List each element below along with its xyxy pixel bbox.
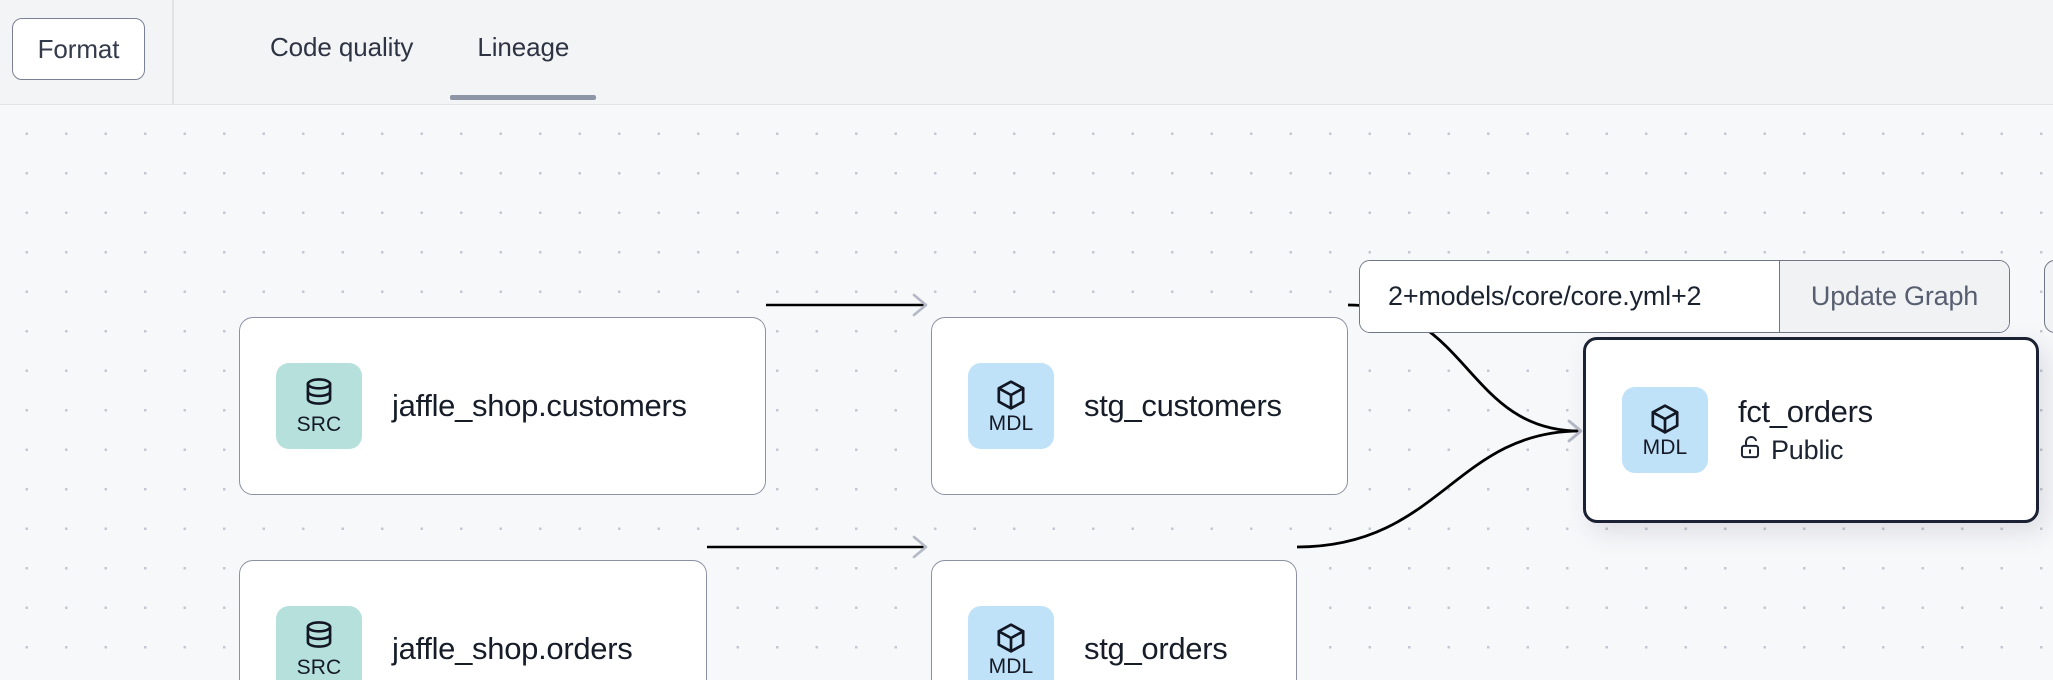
node-title: stg_orders — [1084, 631, 1228, 666]
update-graph-button[interactable]: Update Graph — [1779, 261, 2009, 332]
lineage-node-stg-orders[interactable]: MDL stg_orders — [931, 560, 1297, 680]
tab-label: Lineage — [477, 32, 570, 62]
model-badge: MDL — [968, 606, 1054, 680]
node-title: stg_customers — [1084, 388, 1282, 423]
format-button[interactable]: Format — [12, 18, 145, 80]
lineage-node-fct-orders[interactable]: MDL fct_orders Public — [1583, 337, 2039, 523]
lineage-node-jaffle-shop-orders[interactable]: SRC jaffle_shop.orders — [239, 560, 707, 680]
node-text: stg_orders — [1084, 631, 1228, 667]
node-text: jaffle_shop.orders — [392, 631, 633, 667]
header-divider — [172, 0, 174, 105]
lineage-node-jaffle-shop-customers[interactable]: SRC jaffle_shop.customers — [239, 317, 766, 495]
cube-icon — [994, 378, 1028, 412]
tab-code-quality[interactable]: Code quality — [238, 0, 445, 105]
badge-label: SRC — [296, 413, 342, 436]
visibility-label: Public — [1771, 434, 1844, 465]
lineage-canvas[interactable]: SRC jaffle_shop.customers MDL stg_custom… — [0, 105, 2053, 680]
graph-side-control[interactable] — [2044, 260, 2053, 333]
graph-selector-input[interactable] — [1360, 261, 1779, 332]
toolbar-header: Format Code quality Lineage — [0, 0, 2053, 105]
model-badge: MDL — [1622, 387, 1708, 473]
badge-label: MDL — [988, 655, 1034, 678]
tab-label: Code quality — [270, 32, 414, 62]
badge-label: MDL — [1642, 436, 1688, 459]
node-title: jaffle_shop.customers — [392, 388, 687, 423]
source-badge: SRC — [276, 363, 362, 449]
tab-lineage[interactable]: Lineage — [445, 0, 601, 105]
cube-icon — [994, 621, 1028, 655]
node-title: fct_orders — [1738, 393, 1873, 429]
tab-bar: Code quality Lineage — [238, 0, 601, 105]
node-title: jaffle_shop.orders — [392, 631, 633, 666]
node-visibility: Public — [1738, 434, 1873, 467]
database-icon — [302, 377, 336, 413]
model-badge: MDL — [968, 363, 1054, 449]
badge-label: MDL — [988, 412, 1034, 435]
badge-label: SRC — [296, 656, 342, 679]
node-text: stg_customers — [1084, 388, 1282, 424]
cube-icon — [1648, 402, 1682, 436]
unlock-icon — [1738, 434, 1762, 467]
lineage-node-stg-customers[interactable]: MDL stg_customers — [931, 317, 1348, 495]
source-badge: SRC — [276, 606, 362, 680]
node-text: jaffle_shop.customers — [392, 388, 687, 424]
graph-selector-control: Update Graph — [1359, 260, 2010, 333]
node-text: fct_orders Public — [1738, 394, 1873, 467]
database-icon — [302, 620, 336, 656]
